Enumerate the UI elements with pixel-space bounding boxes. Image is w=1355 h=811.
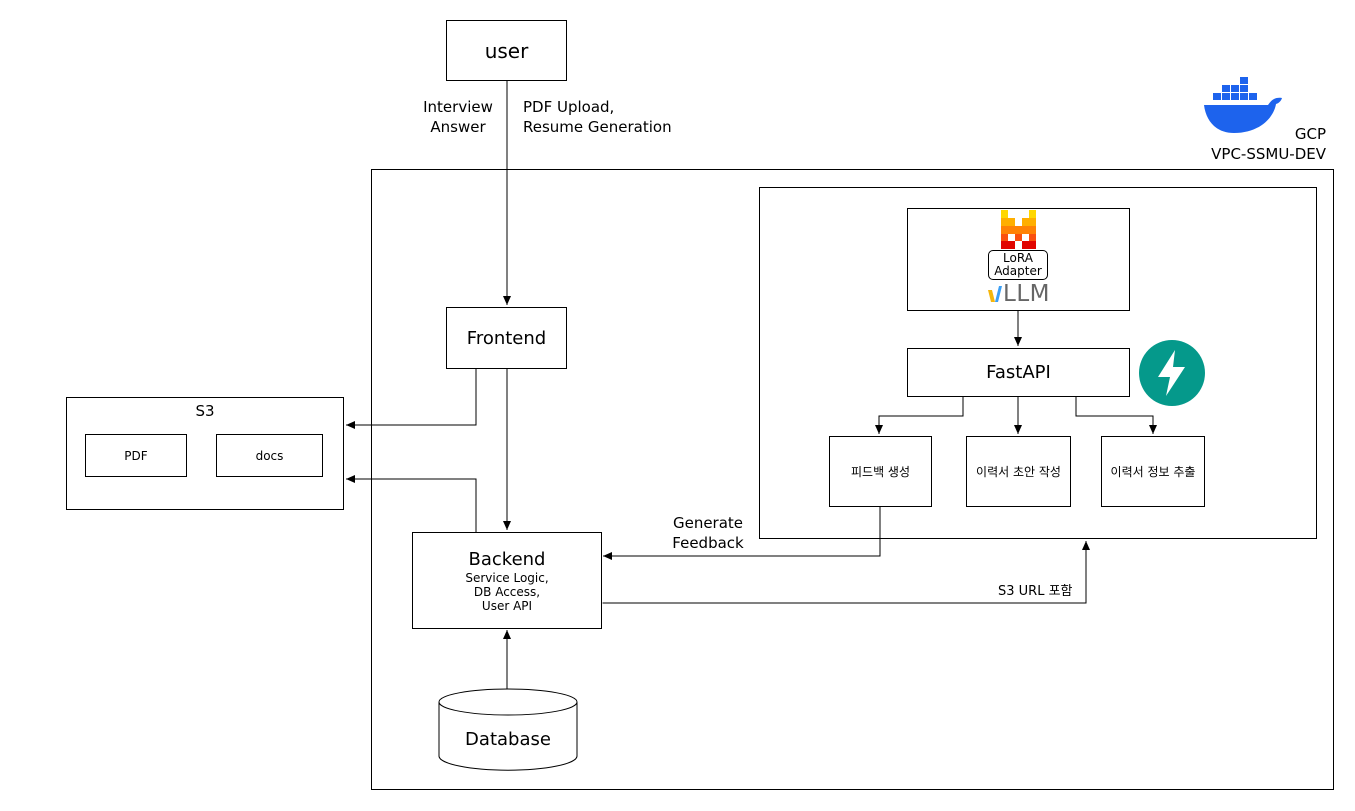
fastapi-node: FastAPI: [907, 348, 1130, 397]
edge-label-pdf-upload: PDF Upload, Resume Generation: [523, 97, 672, 137]
vllm-logo: LLM: [988, 281, 1050, 307]
resume-extract-task-node: 이력서 정보 추출: [1101, 436, 1205, 507]
resume-extract-task-label: 이력서 정보 추출: [1110, 465, 1196, 479]
resume-draft-task-label: 이력서 초안 작성: [976, 465, 1061, 479]
edge-frontend-s3: [346, 369, 477, 429]
s3-docs-box: docs: [216, 434, 323, 477]
database-cylinder: [438, 688, 578, 771]
pdf-upload-line2: Resume Generation: [523, 118, 672, 136]
feedback-task-label: 피드백 생성: [850, 465, 910, 479]
database-label: Database: [465, 729, 551, 750]
user-node: user: [446, 20, 567, 81]
backend-line2: DB Access,: [473, 584, 541, 599]
backend-line1: Service Logic,: [465, 570, 549, 585]
docker-whale-icon: [1204, 77, 1282, 133]
frontend-node: Frontend: [446, 307, 567, 369]
gcp-label: GCP VPC-SSMU-DEV: [1190, 124, 1326, 164]
fastapi-label: FastAPI: [986, 362, 1051, 383]
vllm-logo-icon: [988, 286, 1002, 302]
backend-line3: User API: [481, 598, 533, 613]
frontend-label: Frontend: [466, 327, 547, 349]
interview-line2: Answer: [430, 118, 486, 136]
generate-feedback-line1: Generate: [672, 514, 744, 532]
backend-title: Backend: [468, 548, 546, 570]
lora-line1: LoRA: [1003, 251, 1033, 265]
interview-line1: Interview: [423, 98, 493, 116]
s3-docs-label: docs: [255, 448, 284, 463]
user-label: user: [484, 38, 529, 63]
fastapi-lightning-icon: [1139, 340, 1205, 406]
ai-server-container: [759, 187, 1317, 539]
s3-title: S3: [195, 402, 215, 420]
pdf-upload-line1: PDF Upload,: [523, 98, 615, 116]
generate-feedback-line2: Feedback: [672, 534, 744, 552]
resume-draft-task-node: 이력서 초안 작성: [966, 436, 1071, 507]
vllm-text: LLM: [1003, 281, 1050, 307]
s3-pdf-box: PDF: [85, 434, 187, 477]
edge-backend-s3: [346, 475, 477, 532]
vpc-container: [371, 169, 1334, 790]
gcp-line1: GCP: [1294, 125, 1326, 143]
lora-line2: Adapter: [994, 264, 1042, 278]
backend-node: Backend Service Logic, DB Access, User A…: [412, 532, 602, 629]
edge-label-generate-feedback: Generate Feedback: [668, 513, 748, 553]
edge-label-interview: Interview Answer: [418, 97, 498, 137]
edge-fastapi-feedback: [875, 397, 964, 434]
gcp-line2: VPC-SSMU-DEV: [1211, 145, 1326, 163]
feedback-task-node: 피드백 생성: [829, 436, 932, 507]
s3-pdf-label: PDF: [124, 448, 148, 463]
edge-label-s3-url: S3 URL 포함: [998, 584, 1073, 599]
edge-fastapi-extract: [1075, 397, 1157, 434]
mistral-logo-icon: [1001, 210, 1036, 249]
lora-adapter-box: LoRA Adapter: [988, 250, 1048, 280]
edge-backend-ai: [594, 541, 1090, 607]
